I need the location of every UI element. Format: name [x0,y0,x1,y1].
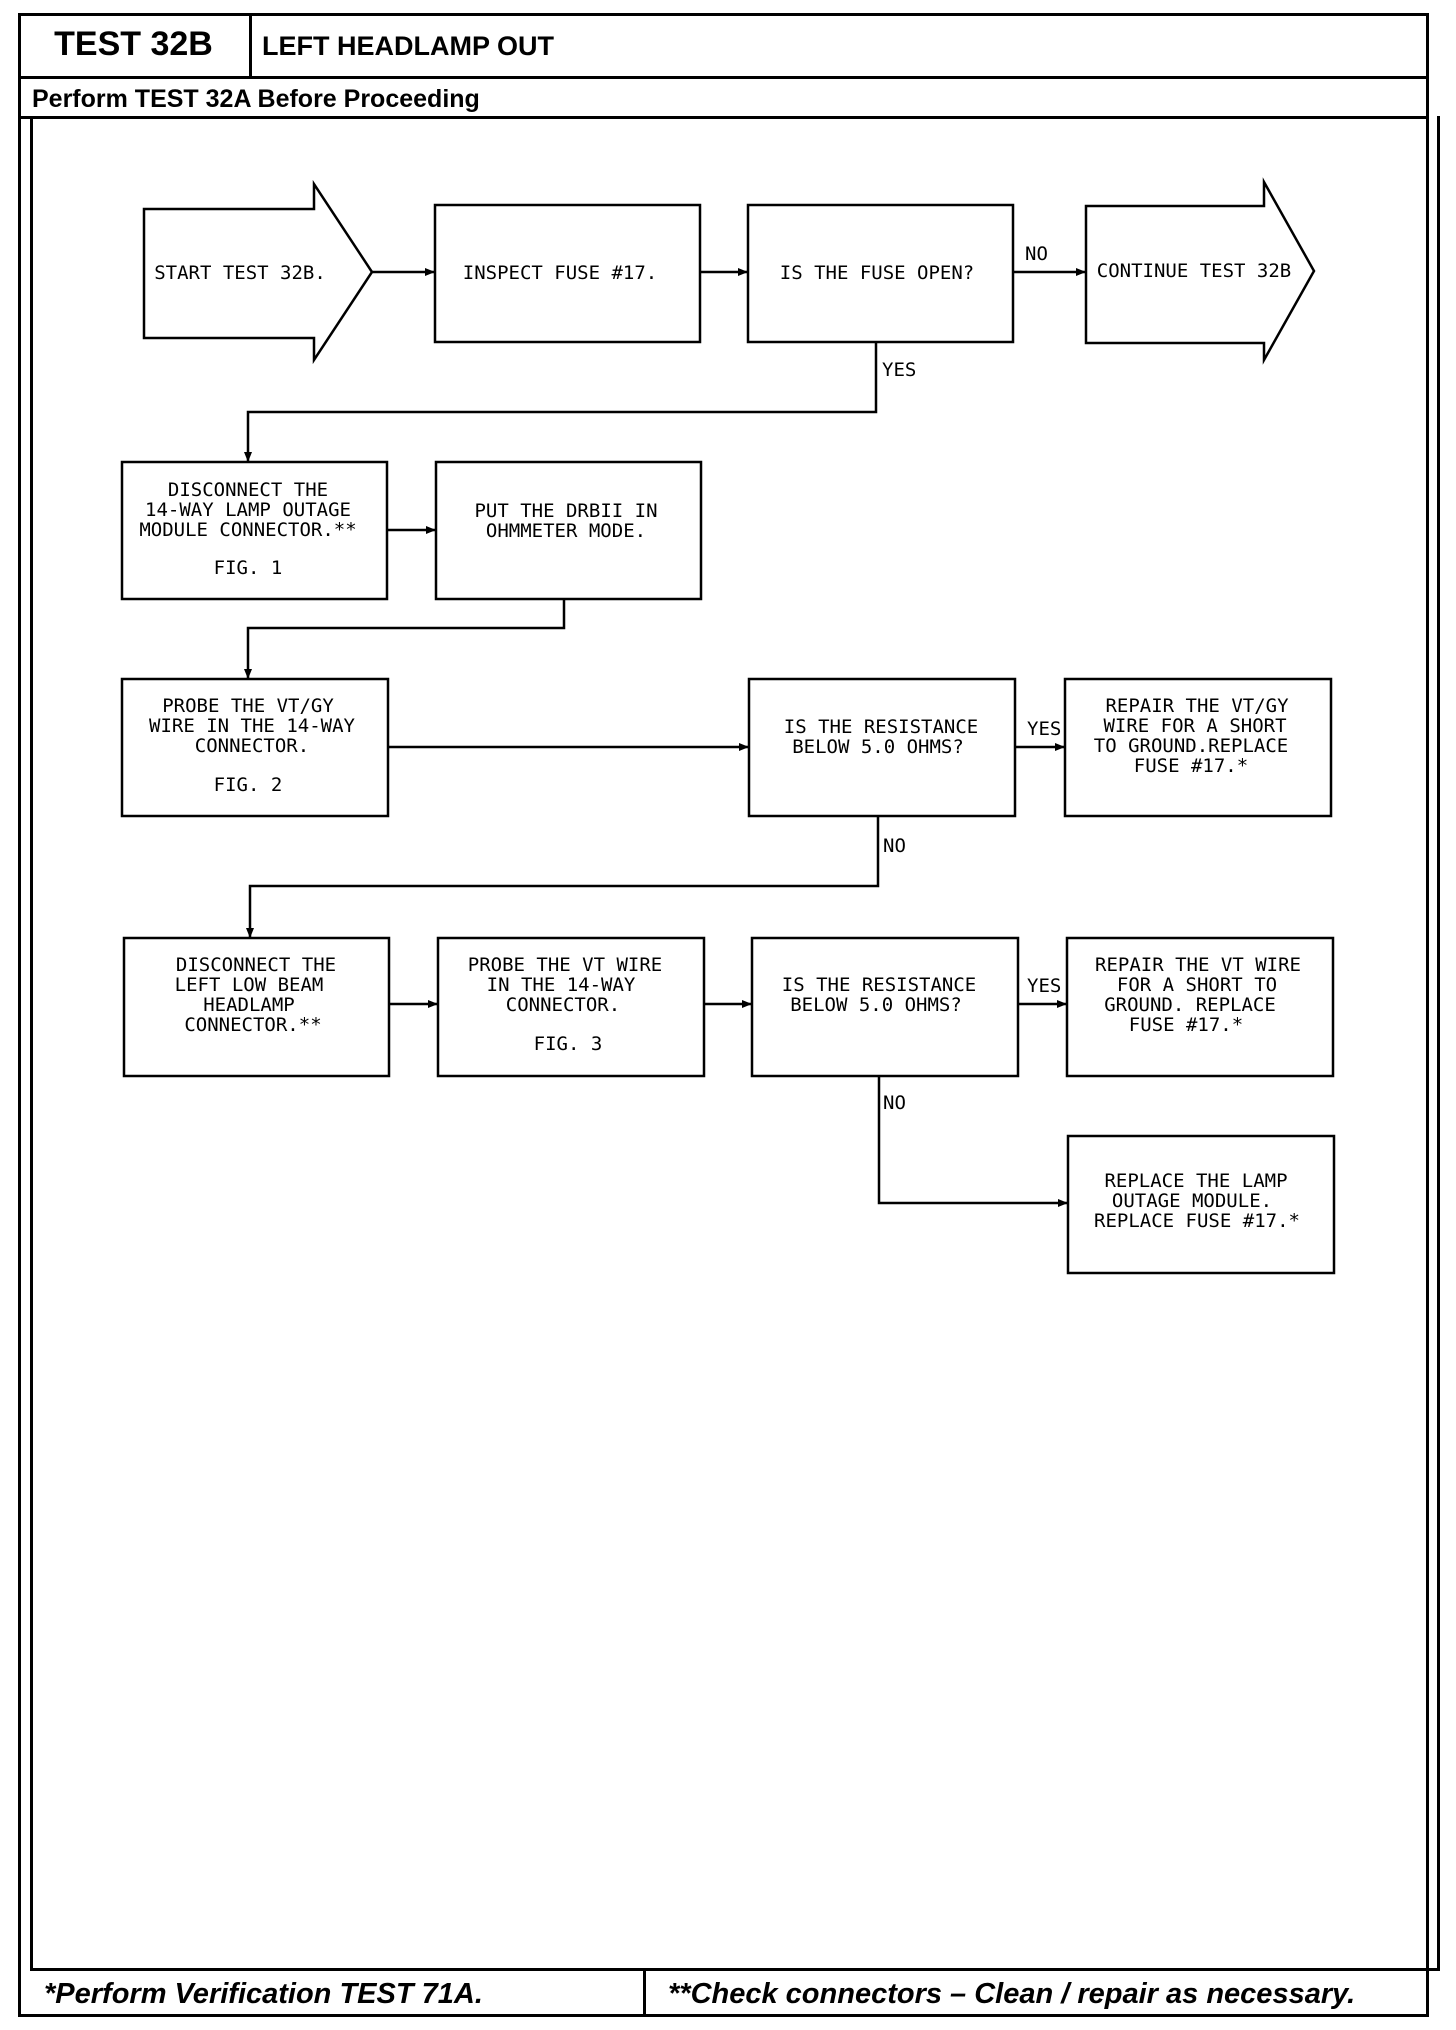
probe-vt-box [436,936,706,1078]
repair-vt-line-1: REPAIR THE VT WIRE [1095,954,1301,976]
drbii-line-1: PUT THE DRBII IN [474,500,657,522]
probe-vtgy-line-1: PROBE THE VT/GY [162,695,334,717]
replace-module-box [1066,1134,1336,1275]
repair-vtgy-line-2: WIRE FOR A SHORT [1103,715,1286,737]
probe-vt-line-3: CONNECTOR. [506,994,620,1016]
probe-vtgy-line-2: WIRE IN THE 14-WAY [149,715,355,737]
repair-vt-line-2: FOR A SHORT TO [1117,974,1277,996]
resistance-decision-2 [750,936,1020,1078]
repair-vtgy-line-4: FUSE #17.* [1134,755,1248,777]
disconnect-lom-box [120,460,389,601]
probe-vtgy-box [120,677,390,818]
label-yes-resistance-2: YES [1027,975,1061,997]
probe-vt-line-1: PROBE THE VT WIRE [468,954,662,976]
start-text: START TEST 32B. [154,262,326,284]
footer-divider [30,1968,1440,1971]
inspect-fuse-text: INSPECT FUSE #17. [463,262,657,284]
disconnect-lowbeam-line-3: HEADLAMP [203,994,295,1016]
resistance-2-line-2: BELOW 5.0 OHMS? [790,994,962,1016]
repair-vtgy-line-3: TO GROUND.REPLACE [1094,735,1288,757]
disconnect-lom-line-2: 14-WAY LAMP OUTAGE [145,499,351,521]
header-divider [252,76,1429,79]
disconnect-lowbeam-line-2: LEFT LOW BEAM [175,974,324,996]
test-title: LEFT HEADLAMP OUT [262,30,554,61]
flowchart-panel [30,116,1440,1971]
repair-vt-box [1065,936,1335,1078]
start-node [142,179,374,365]
drbii-box [434,460,703,601]
test-code: TEST 32B [18,13,252,79]
subheader-divider [18,116,1429,119]
disconnect-lowbeam-box [122,936,391,1078]
arrow-no-replace-module [877,1076,1068,1207]
label-no-resistance-2: NO [883,1092,906,1114]
disconnect-lowbeam-line-1: DISCONNECT THE [176,954,336,976]
label-yes-resistance-1: YES [1027,718,1061,740]
label-no-resistance-1: NO [883,835,906,857]
replace-module-line-1: REPLACE THE LAMP [1104,1170,1287,1192]
continue-text: CONTINUE TEST 32B [1097,260,1291,282]
label-no-continue: NO [1025,243,1048,265]
disconnect-lom-line-3: MODULE CONNECTOR.** [139,519,356,541]
label-yes-fuse: YES [882,359,916,381]
fuse-open-decision [746,203,1015,344]
footer-verification-note: *Perform Verification TEST 71A. [44,1977,483,2010]
continue-node [1084,177,1316,365]
inspect-fuse-box [433,203,702,344]
repair-vt-line-4: FUSE #17.* [1129,1014,1243,1036]
footer-connector-note: **Check connectors – Clean / repair as n… [668,1977,1356,2010]
resistance-2-line-1: IS THE RESISTANCE [782,974,976,996]
drbii-line-2: OHMMETER MODE. [486,520,646,542]
arrow-drbii-probe [244,599,566,679]
prerequisite-note: Perform TEST 32A Before Proceeding [32,84,480,113]
fig-2-label: FIG. 2 [214,774,283,796]
repair-vtgy-line-1: REPAIR THE VT/GY [1105,695,1289,717]
arrow-yes-disconnect [244,342,878,462]
page-frame [18,13,1429,2017]
resistance-decision-1 [747,677,1017,818]
probe-vt-line-2: IN THE 14-WAY [487,974,636,996]
fuse-open-text: IS THE FUSE OPEN? [780,262,974,284]
fig-3-label: FIG. 3 [534,1033,603,1055]
resistance-1-line-2: BELOW 5.0 OHMS? [792,736,964,758]
replace-module-line-2: OUTAGE MODULE. [1112,1190,1272,1212]
disconnect-lom-line-1: DISCONNECT THE [168,479,328,501]
replace-module-line-3: REPLACE FUSE #17.* [1094,1210,1300,1232]
resistance-1-line-1: IS THE RESISTANCE [784,716,978,738]
arrow-no-disconnect-lowbeam [246,816,880,938]
probe-vtgy-line-3: CONNECTOR. [195,735,309,757]
fig-1-label: FIG. 1 [214,557,283,579]
repair-vt-line-3: GROUND. REPLACE [1104,994,1276,1016]
footer-column-divider [643,1968,646,2017]
disconnect-lowbeam-line-4: CONNECTOR.** [184,1014,321,1036]
